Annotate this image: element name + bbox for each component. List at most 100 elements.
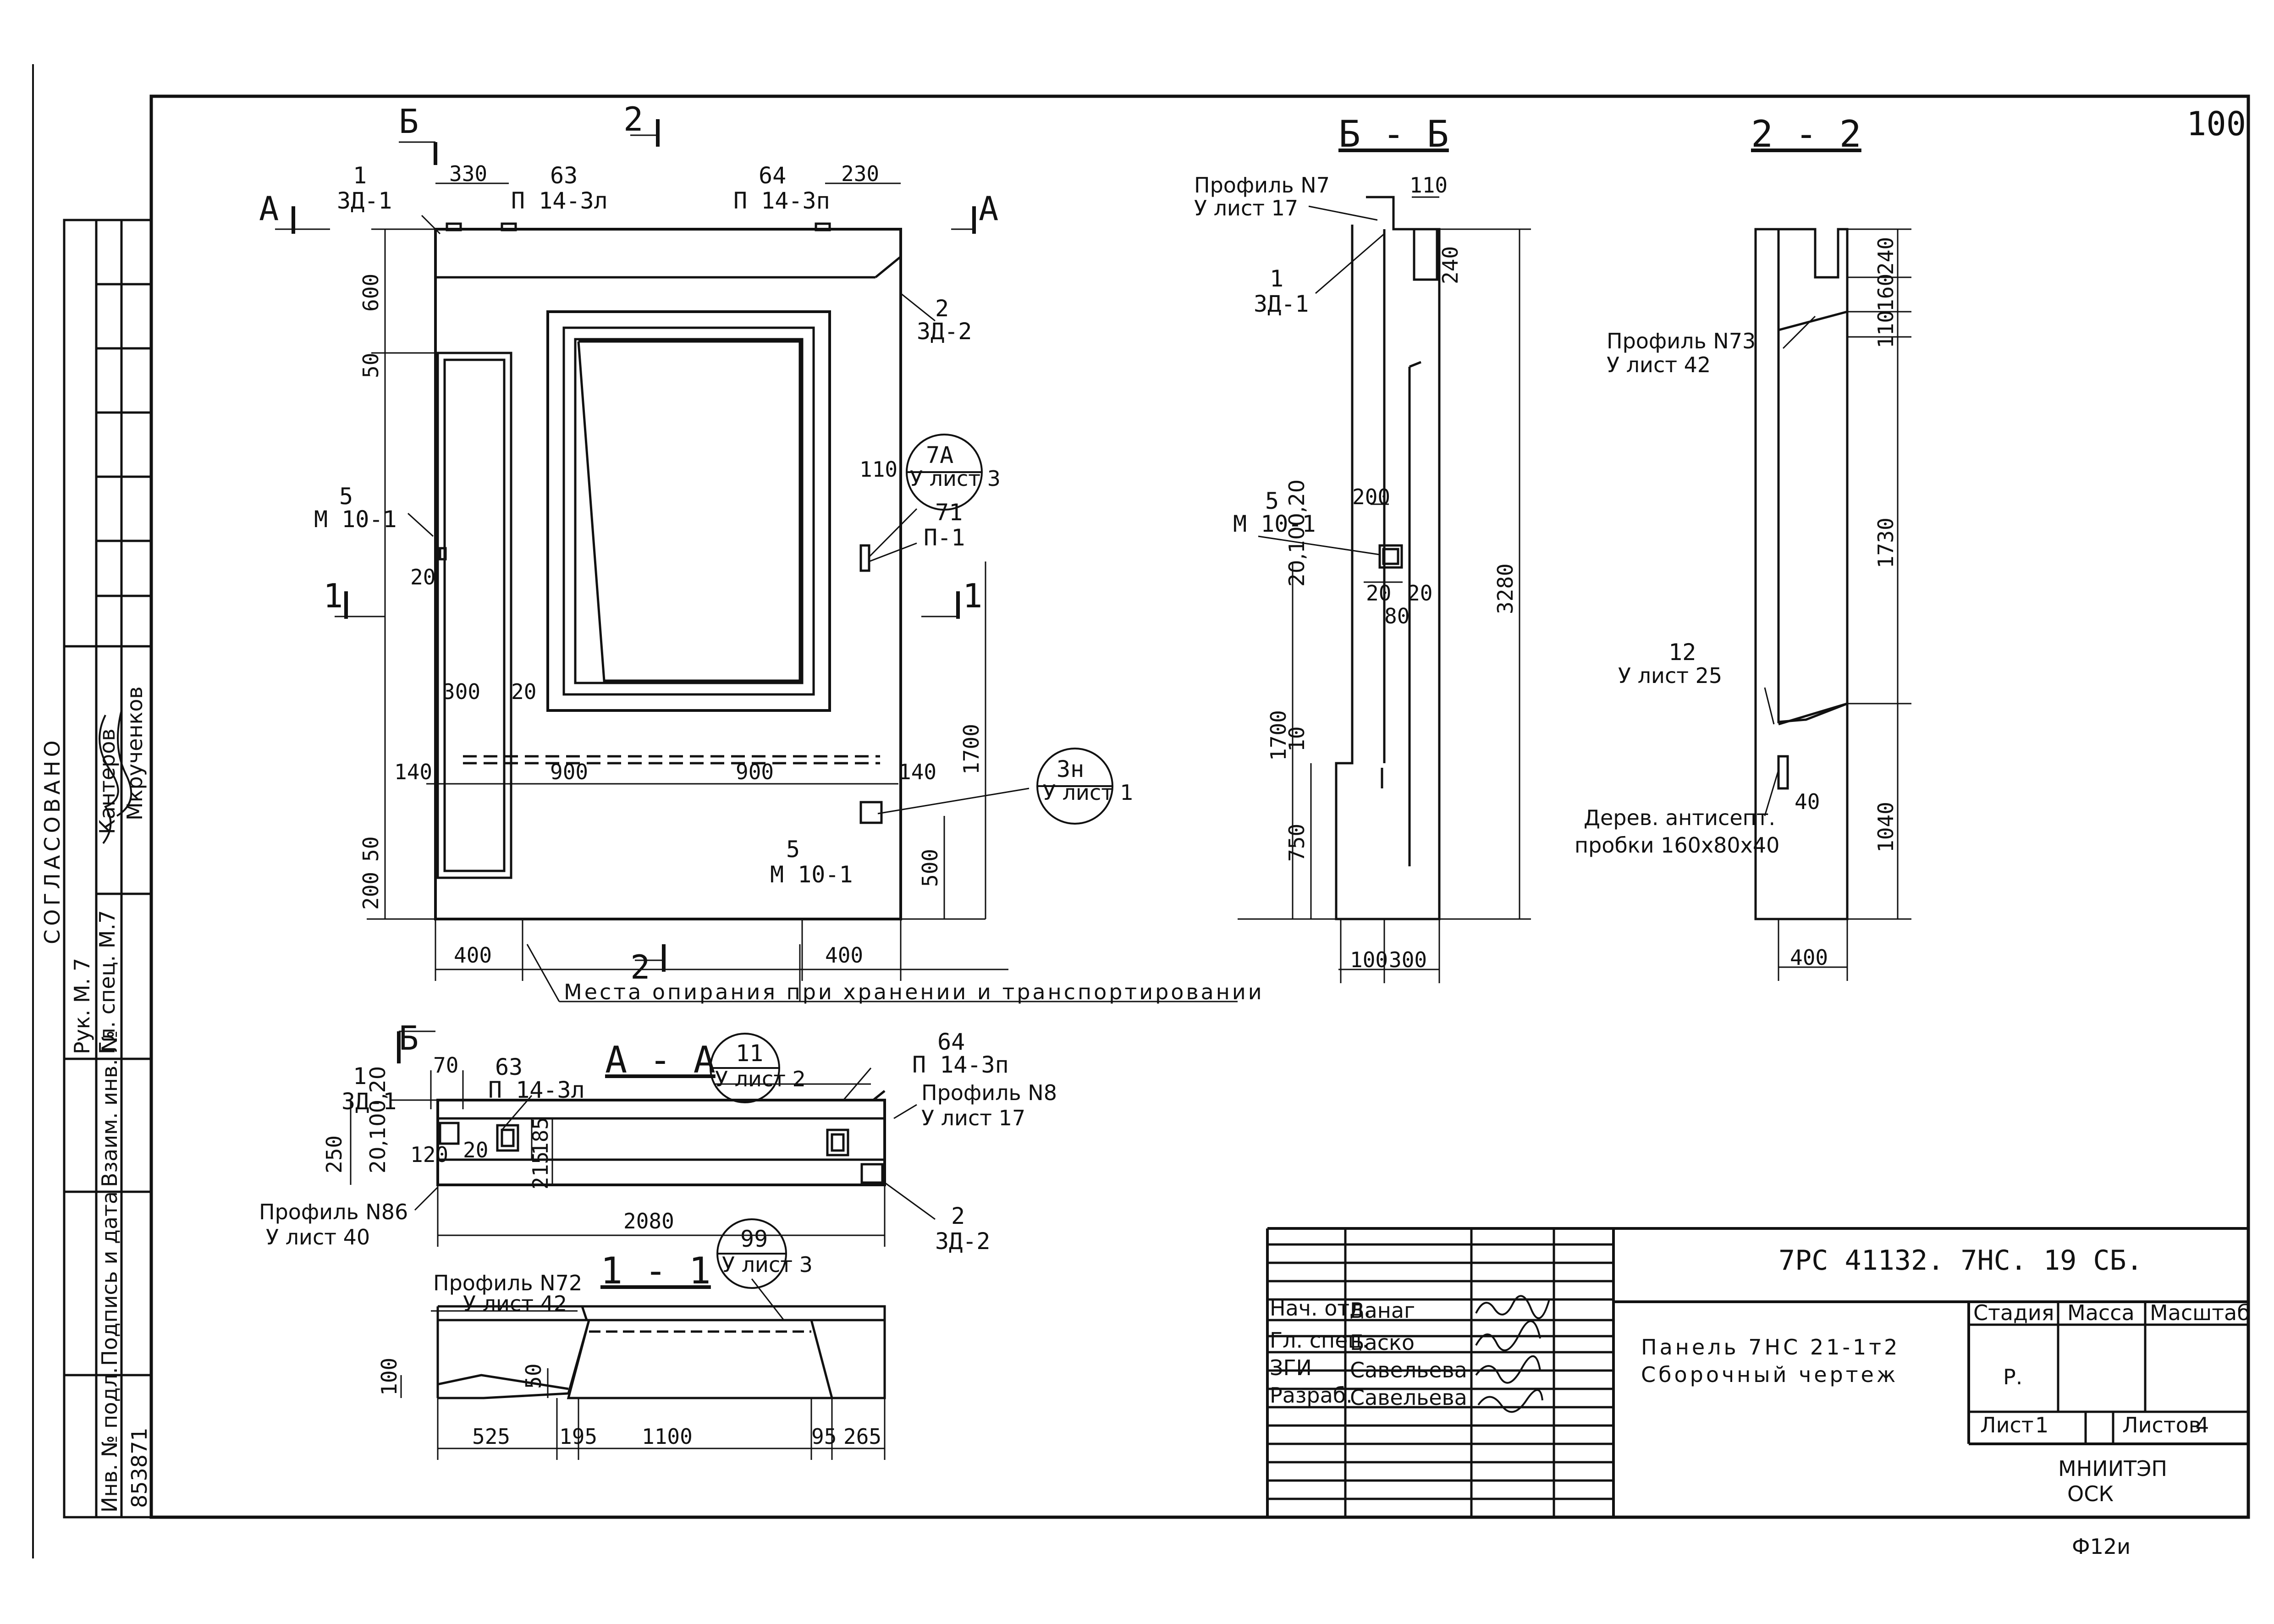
title-block-text: 7РС 41132. 7НС. 19 СБ. Панель 7НС 21-1т2… (1270, 1244, 2250, 1506)
svg-text:У лист 42: У лист 42 (1607, 352, 1711, 377)
marker-1-left: 1 (323, 577, 343, 615)
svg-text:У лист 3: У лист 3 (910, 466, 1001, 491)
svg-text:140: 140 (394, 760, 432, 784)
svg-text:2: 2 (935, 295, 949, 322)
svg-text:ЗД-1: ЗД-1 (341, 1088, 396, 1115)
svg-text:200: 200 (1352, 484, 1390, 509)
svg-text:М 10-1: М 10-1 (314, 506, 397, 533)
section-22-dims (1764, 228, 1911, 981)
svg-text:Профиль N86: Профиль N86 (259, 1200, 408, 1224)
svg-text:240: 240 (1438, 246, 1463, 284)
form-code: Ф12и (2072, 1534, 2131, 1559)
svg-text:3н: 3н (1057, 756, 1084, 782)
left-strip-labels: СОГЛАСОВАНО Рук. М. 7 Гл. спец. М.7 Кант… (40, 687, 152, 1513)
svg-text:853871: 853871 (127, 1427, 152, 1508)
svg-text:900: 900 (736, 760, 774, 784)
elevation-dimension-lines (275, 119, 1238, 1002)
svg-text:20: 20 (511, 679, 536, 704)
svg-text:Кантеров: Кантеров (95, 729, 120, 834)
svg-text:П 14-3л: П 14-3л (511, 187, 608, 214)
svg-text:195: 195 (559, 1424, 597, 1449)
section-aa-dims (350, 1030, 936, 1247)
svg-text:215: 215 (528, 1151, 553, 1189)
svg-text:110: 110 (859, 457, 897, 482)
marker-1-right: 1 (963, 577, 982, 615)
svg-text:Баско: Баско (1350, 1330, 1415, 1355)
svg-text:П-1: П-1 (924, 524, 965, 551)
svg-text:140: 140 (898, 760, 936, 784)
svg-text:500: 500 (918, 849, 942, 887)
svg-text:250: 250 (322, 1135, 347, 1173)
svg-text:4: 4 (2196, 1413, 2209, 1437)
svg-text:50: 50 (358, 837, 383, 862)
svg-text:5: 5 (339, 483, 353, 510)
svg-text:71: 71 (935, 499, 963, 526)
svg-text:У лист 17: У лист 17 (1194, 196, 1298, 220)
svg-text:99: 99 (740, 1226, 768, 1252)
svg-text:Профиль N7: Профиль N7 (1194, 173, 1330, 198)
svg-text:400: 400 (1790, 945, 1828, 970)
svg-text:Подпись и дата: Подпись и дата (97, 1191, 122, 1366)
svg-text:М 10-1: М 10-1 (1233, 511, 1316, 537)
svg-text:Листов: Листов (2122, 1413, 2201, 1437)
elevation-callouts: 1 ЗД-1 63 П 14-3л 64 П 14-3п 2 ЗД-2 5 М … (314, 162, 1134, 888)
svg-text:1: 1 (1270, 265, 1283, 292)
svg-text:230: 230 (841, 161, 879, 186)
svg-text:160: 160 (1873, 274, 1898, 312)
svg-text:200: 200 (358, 872, 383, 910)
svg-text:У лист 40: У лист 40 (266, 1225, 370, 1250)
marker-b-bottom: Б (399, 1019, 418, 1057)
section-22-title: 2 - 2 (1751, 113, 1861, 155)
svg-text:ОСК: ОСК (2067, 1481, 2114, 1506)
svg-text:110: 110 (1873, 310, 1898, 348)
svg-text:20: 20 (463, 1138, 488, 1162)
svg-text:1100: 1100 (642, 1424, 693, 1449)
svg-text:П 14-3л: П 14-3л (488, 1077, 585, 1103)
section-11-outline (436, 1305, 886, 1399)
svg-text:Мкрученков: Мкрученков (122, 687, 147, 821)
svg-text:Стадия: Стадия (1973, 1300, 2054, 1325)
svg-text:Гл. спец. М.7: Гл. спец. М.7 (95, 910, 120, 1055)
svg-text:2080: 2080 (623, 1209, 674, 1233)
svg-text:МНИИТЭП: МНИИТЭП (2058, 1456, 2167, 1481)
svg-text:У лист 42: У лист 42 (463, 1291, 567, 1316)
elevation-dim-labels: 330 230 600 50 20 110 300 20 1700 140 90… (358, 161, 984, 968)
svg-text:1730: 1730 (1873, 517, 1898, 568)
svg-text:50: 50 (521, 1364, 546, 1389)
svg-text:2: 2 (951, 1203, 965, 1229)
marker-2-bottom: 2 (630, 948, 650, 986)
svg-text:265: 265 (843, 1424, 881, 1449)
svg-text:12: 12 (1668, 639, 1696, 666)
svg-text:100: 100 (1350, 947, 1388, 972)
svg-text:400: 400 (825, 943, 863, 968)
svg-text:Разраб.: Разраб. (1270, 1383, 1353, 1408)
section-aa-title: А - А (605, 1039, 716, 1081)
svg-text:М 10-1: М 10-1 (770, 861, 853, 888)
svg-text:1040: 1040 (1873, 802, 1898, 853)
svg-text:ЗД-1: ЗД-1 (337, 187, 392, 214)
section-aa-labels: 1 ЗД-1 70 63 П 14-3л 11 У лист 2 64 П 14… (259, 1029, 1057, 1255)
svg-text:7А: 7А (926, 442, 953, 468)
svg-text:100: 100 (377, 1358, 402, 1396)
svg-text:Савельева: Савельева (1350, 1385, 1467, 1410)
svg-text:Р.: Р. (2003, 1365, 2022, 1389)
svg-text:63: 63 (550, 162, 578, 189)
svg-text:Савельева: Савельева (1350, 1358, 1467, 1382)
section-11-title: 1 - 1 (600, 1250, 711, 1292)
section-bb-title: Б - Б (1338, 113, 1449, 155)
section-bb-outline (1335, 196, 1441, 920)
svg-text:Масса: Масса (2067, 1300, 2135, 1325)
svg-text:20: 20 (1407, 581, 1432, 606)
svg-text:95: 95 (811, 1424, 837, 1449)
svg-text:300: 300 (442, 679, 480, 704)
svg-text:Профиль N8: Профиль N8 (921, 1080, 1057, 1105)
svg-text:20,100,20: 20,100,20 (365, 1066, 390, 1173)
svg-text:750: 750 (1284, 824, 1309, 862)
svg-text:У лист 2: У лист 2 (715, 1067, 806, 1091)
section-bb-dims (1238, 196, 1531, 983)
svg-text:П 14-3п: П 14-3п (912, 1051, 1009, 1078)
marker-2-top: 2 (623, 100, 643, 138)
svg-text:1: 1 (353, 162, 367, 189)
svg-text:400: 400 (454, 943, 492, 968)
svg-text:ЗД-2: ЗД-2 (917, 318, 972, 345)
